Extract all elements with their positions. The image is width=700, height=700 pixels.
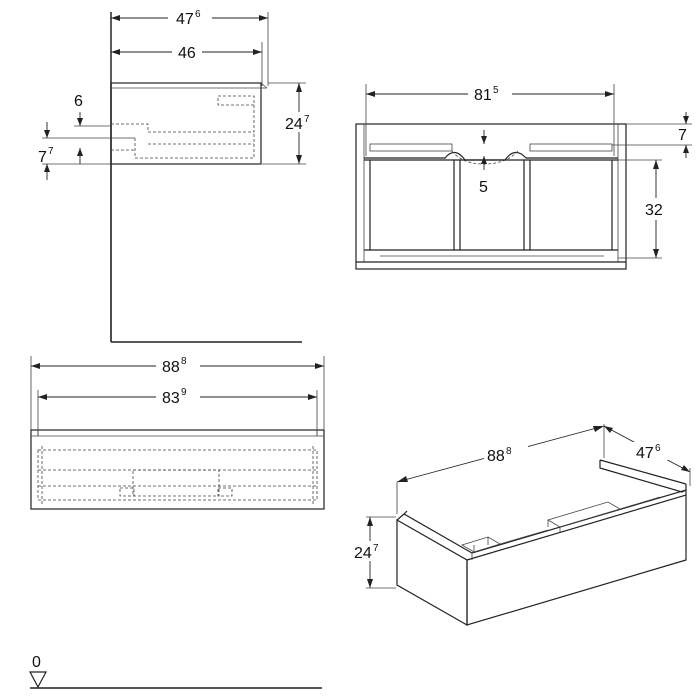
outer-width-label: 88 [162,359,180,376]
arrowhead [653,249,659,258]
arrowhead [111,15,120,21]
label-bg [168,8,212,26]
arrowhead [367,579,373,588]
label-bg [468,84,512,102]
arrowhead [683,145,689,153]
iso-top-rim-front [396,489,687,554]
iso-compartment-left [461,536,501,553]
arrowhead [397,476,408,482]
floor-level-marker: 0 [29,654,322,689]
height-sup: 7 [304,114,310,125]
label-bg [484,444,528,462]
arrowhead [44,164,50,172]
top-view: 81 5 7 5 32 [355,84,692,270]
hidden-drawer-top [111,105,255,133]
arrowhead [653,160,659,169]
hidden-basin [217,95,255,106]
arrowhead [683,116,689,124]
arrowhead [308,394,317,400]
iso-back-top [599,459,687,485]
arrowhead [481,136,487,144]
level-triangle-icon [29,671,47,689]
arrowhead [593,426,604,432]
label-bg [172,42,202,60]
arrowhead [77,148,83,156]
arrowhead [604,426,613,433]
isometric-view: 88 8 47 6 24 7 [354,424,691,627]
iso-inner-back [619,496,661,510]
drawer-height-label: 7 [38,149,47,166]
arrowhead [605,91,614,97]
hidden-interior [37,449,318,501]
outer-width-sup: 8 [181,356,187,367]
arrowhead [31,363,40,369]
cabinet-side-body [110,82,262,165]
arrowhead [315,363,324,369]
arrowhead [481,156,487,164]
depth-outer-label: 47 [176,11,194,28]
iso-rim-corner [403,510,408,515]
cabinet-front-body [30,429,325,510]
floor-level-label: 0 [32,654,41,671]
iso-back-panel [599,460,687,493]
iso-left-face [396,518,468,627]
arrowhead [296,83,302,92]
arrowhead [77,118,83,126]
iso-depth-label: 47 [636,445,654,462]
rim-left [369,143,453,152]
iso-depth-sup: 6 [655,443,661,454]
depth-outer-sup: 6 [195,9,201,20]
hidden-drawer-body [134,132,255,159]
arrowhead [366,91,375,97]
iso-height-label: 24 [354,545,372,562]
iso-height-sup: 7 [373,543,379,554]
label-bg [354,541,390,561]
height-label: 24 [285,116,303,133]
inner-width-sup: 5 [493,85,499,96]
label-bg [641,198,671,220]
rim-right [529,143,613,152]
front-view: 88 8 83 9 [30,356,325,510]
iso-front-face [466,494,687,626]
arrowhead [367,517,373,526]
label-bg [284,112,320,132]
top-offset-label: 6 [74,93,83,110]
label-bg [632,442,672,460]
arrowhead [259,15,268,21]
arrowhead [44,130,50,138]
top-frame [355,123,627,270]
hidden-siphon [132,469,220,497]
side-view: 47 6 46 24 7 6 7 7 [38,8,320,343]
arrowhead [111,49,120,55]
arrowhead [38,394,47,400]
iso-inner-back [499,529,549,545]
hidden-block [119,487,135,497]
depth-inner-label: 46 [178,45,196,62]
edge-height-label: 7 [678,127,687,144]
inner-width-label: 81 [474,87,492,104]
arrowhead [296,155,302,164]
label-bg [156,356,200,374]
iso-width-sup: 8 [506,446,512,457]
arrowhead [681,465,690,472]
hidden-block [217,487,233,497]
iso-width-label: 88 [487,448,505,465]
arrowhead [253,49,262,55]
iso-compartment-right [547,501,621,528]
inner-depth-label: 32 [645,202,663,219]
label-bg [156,387,200,405]
basin-top-edge [364,151,618,161]
siphon-label: 5 [479,179,488,196]
inner-width-label: 83 [162,390,180,407]
inner-width-sup: 9 [181,387,187,398]
drawer-height-sup: 7 [48,146,54,157]
